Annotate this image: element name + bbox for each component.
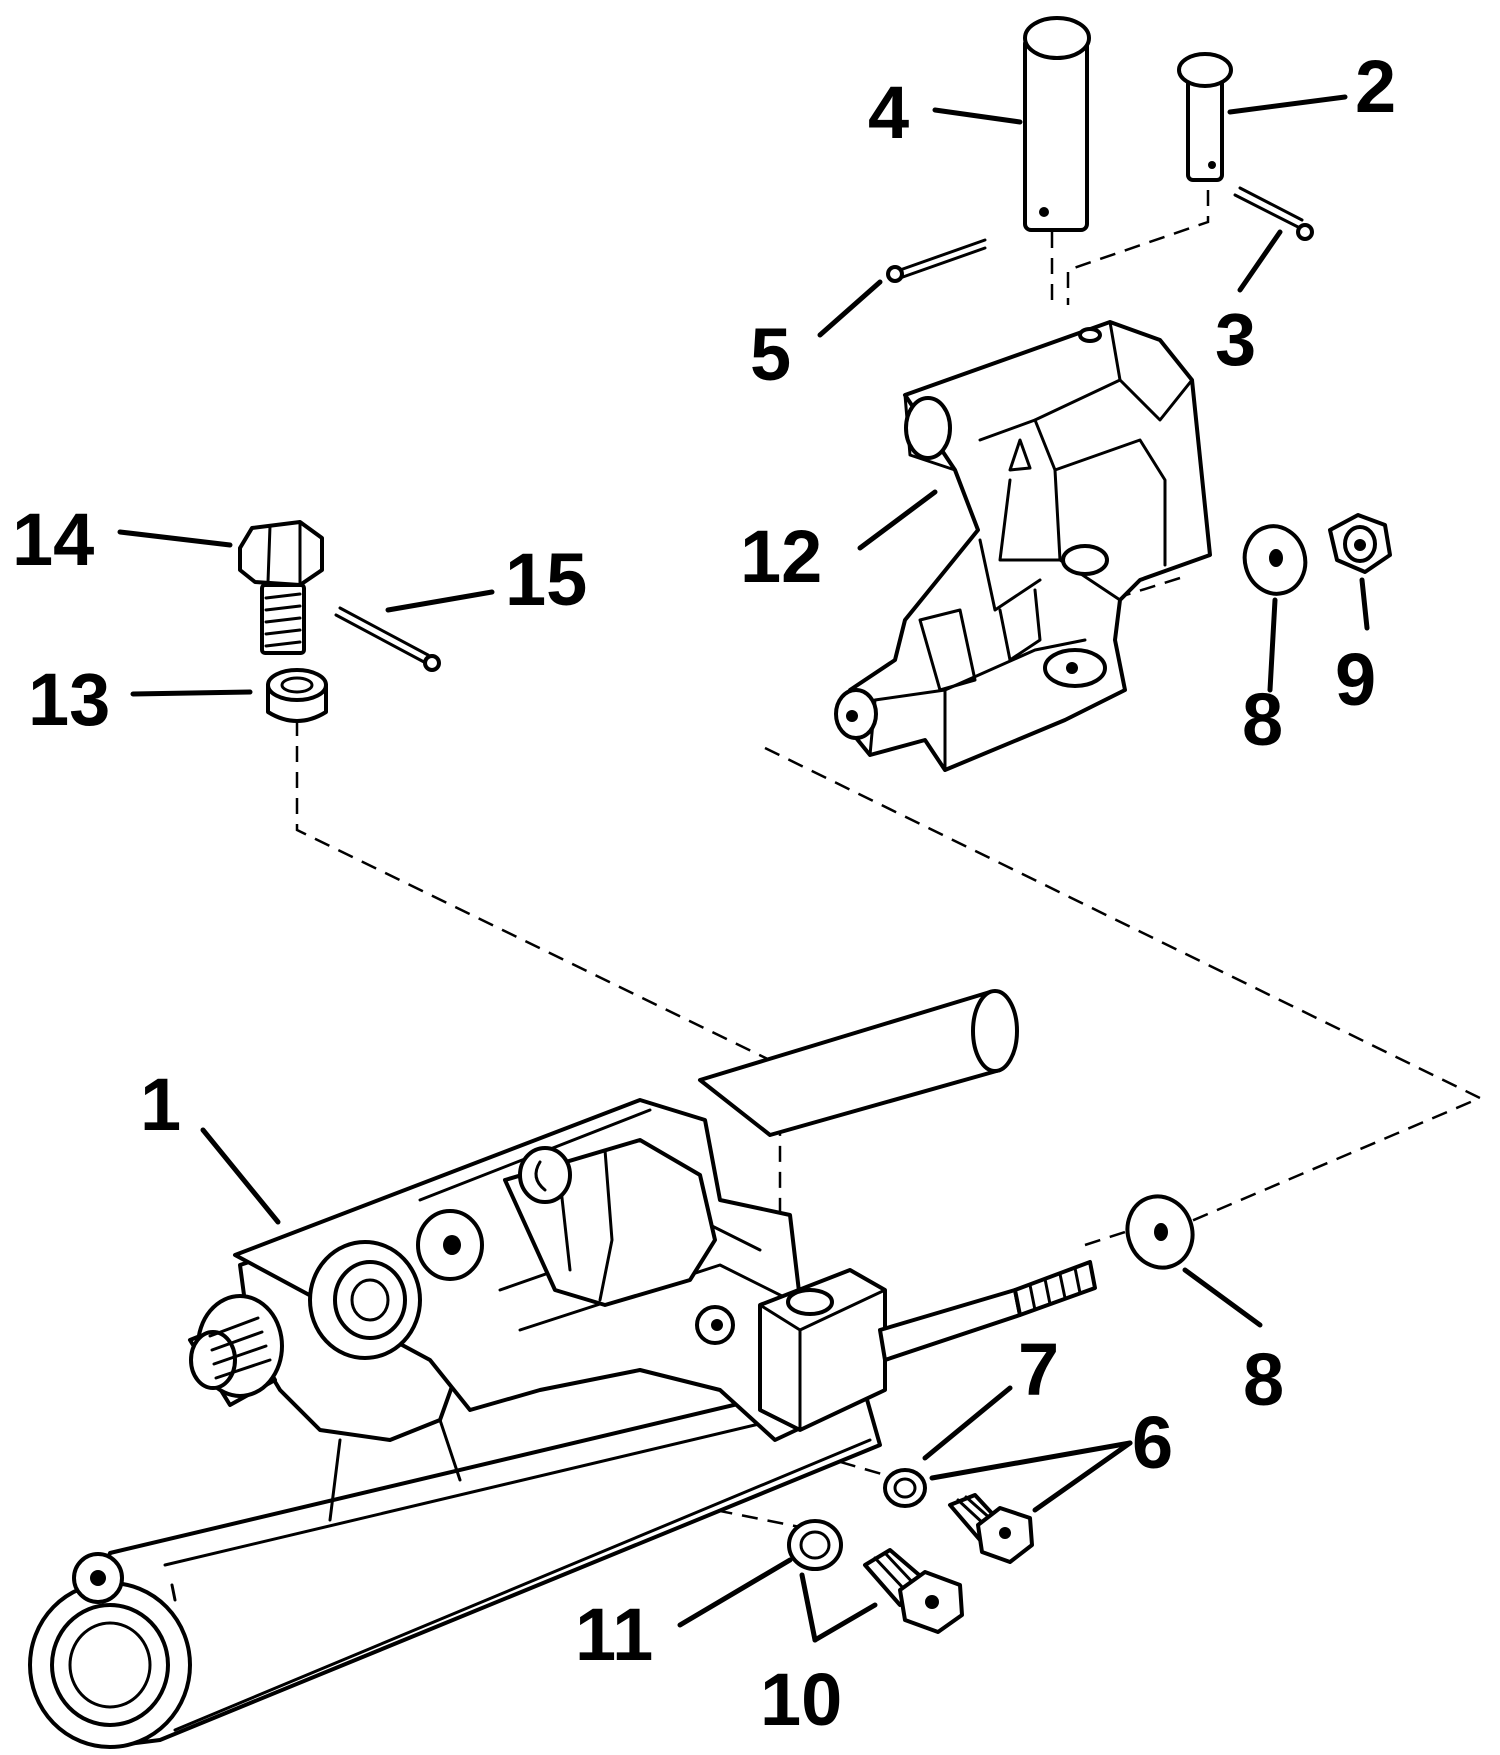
callout-11: 11: [575, 1593, 653, 1676]
leader-11: [677, 1557, 793, 1628]
callout-10: 10: [760, 1658, 842, 1741]
callout-14: 14: [12, 498, 94, 581]
leader-6-a: [929, 1440, 1133, 1481]
leader-12: [857, 489, 938, 551]
callout-12: 12: [740, 515, 822, 598]
leader-4: [932, 107, 1023, 125]
fitting-bolt: [238, 520, 324, 655]
leader-7: [922, 1385, 1013, 1461]
callout-numbers: 1 2 3 4 5 6 7 8 8 9 10 11 12 13 14 15: [12, 45, 1396, 1741]
steering-cylinder: [28, 989, 1097, 1749]
callout-4: 4: [868, 71, 909, 154]
leader-9: [1359, 577, 1370, 631]
callout-15: 15: [505, 538, 587, 621]
fitting-10: [863, 1548, 964, 1634]
o-ring-11: [787, 1519, 843, 1571]
assembly-line-fitting-to-block: [295, 720, 782, 1285]
cotter-pin-3: [1233, 186, 1314, 241]
callout-1: 1: [140, 1063, 181, 1146]
leader-lines: [117, 94, 1370, 1643]
leader-8-top: [1267, 597, 1278, 693]
callout-8-top: 8: [1242, 678, 1283, 761]
leader-15: [385, 589, 495, 613]
assembly-line-pin2: [1066, 190, 1210, 305]
leader-6-b: [1032, 1440, 1133, 1513]
bracket: [834, 320, 1212, 772]
callout-7: 7: [1018, 1328, 1059, 1411]
washer-8-bottom: [1125, 1194, 1195, 1270]
callout-9: 9: [1335, 638, 1376, 721]
callout-5: 5: [750, 313, 791, 396]
leader-13: [130, 689, 253, 697]
leader-1: [200, 1127, 281, 1225]
clevis-pin-large: [1023, 16, 1091, 232]
leader-10-b: [812, 1602, 878, 1643]
leader-8-bottom: [1182, 1267, 1263, 1328]
lock-nut: [1328, 513, 1392, 574]
callout-6: 6: [1132, 1401, 1173, 1484]
assembly-line-rod-to-washer: [1084, 1230, 1126, 1247]
leader-5: [817, 279, 883, 338]
clevis-pin-small: [1177, 52, 1233, 182]
callout-8-bottom: 8: [1243, 1338, 1284, 1421]
leader-2: [1227, 94, 1348, 115]
callout-13: 13: [28, 658, 110, 741]
cotter-pin-5: [886, 238, 987, 283]
o-ring-7: [883, 1468, 927, 1508]
leader-3: [1237, 229, 1283, 293]
leader-10-a: [799, 1572, 818, 1643]
callout-3: 3: [1215, 298, 1256, 381]
fitting-6: [948, 1493, 1034, 1564]
callout-2: 2: [1355, 45, 1396, 128]
cotter-pin-15: [334, 606, 441, 672]
spacer: [266, 668, 328, 723]
leader-14: [117, 529, 233, 548]
assembly-line-bracket-to-washer: [764, 746, 1484, 1230]
washer-8-top: [1242, 524, 1308, 596]
